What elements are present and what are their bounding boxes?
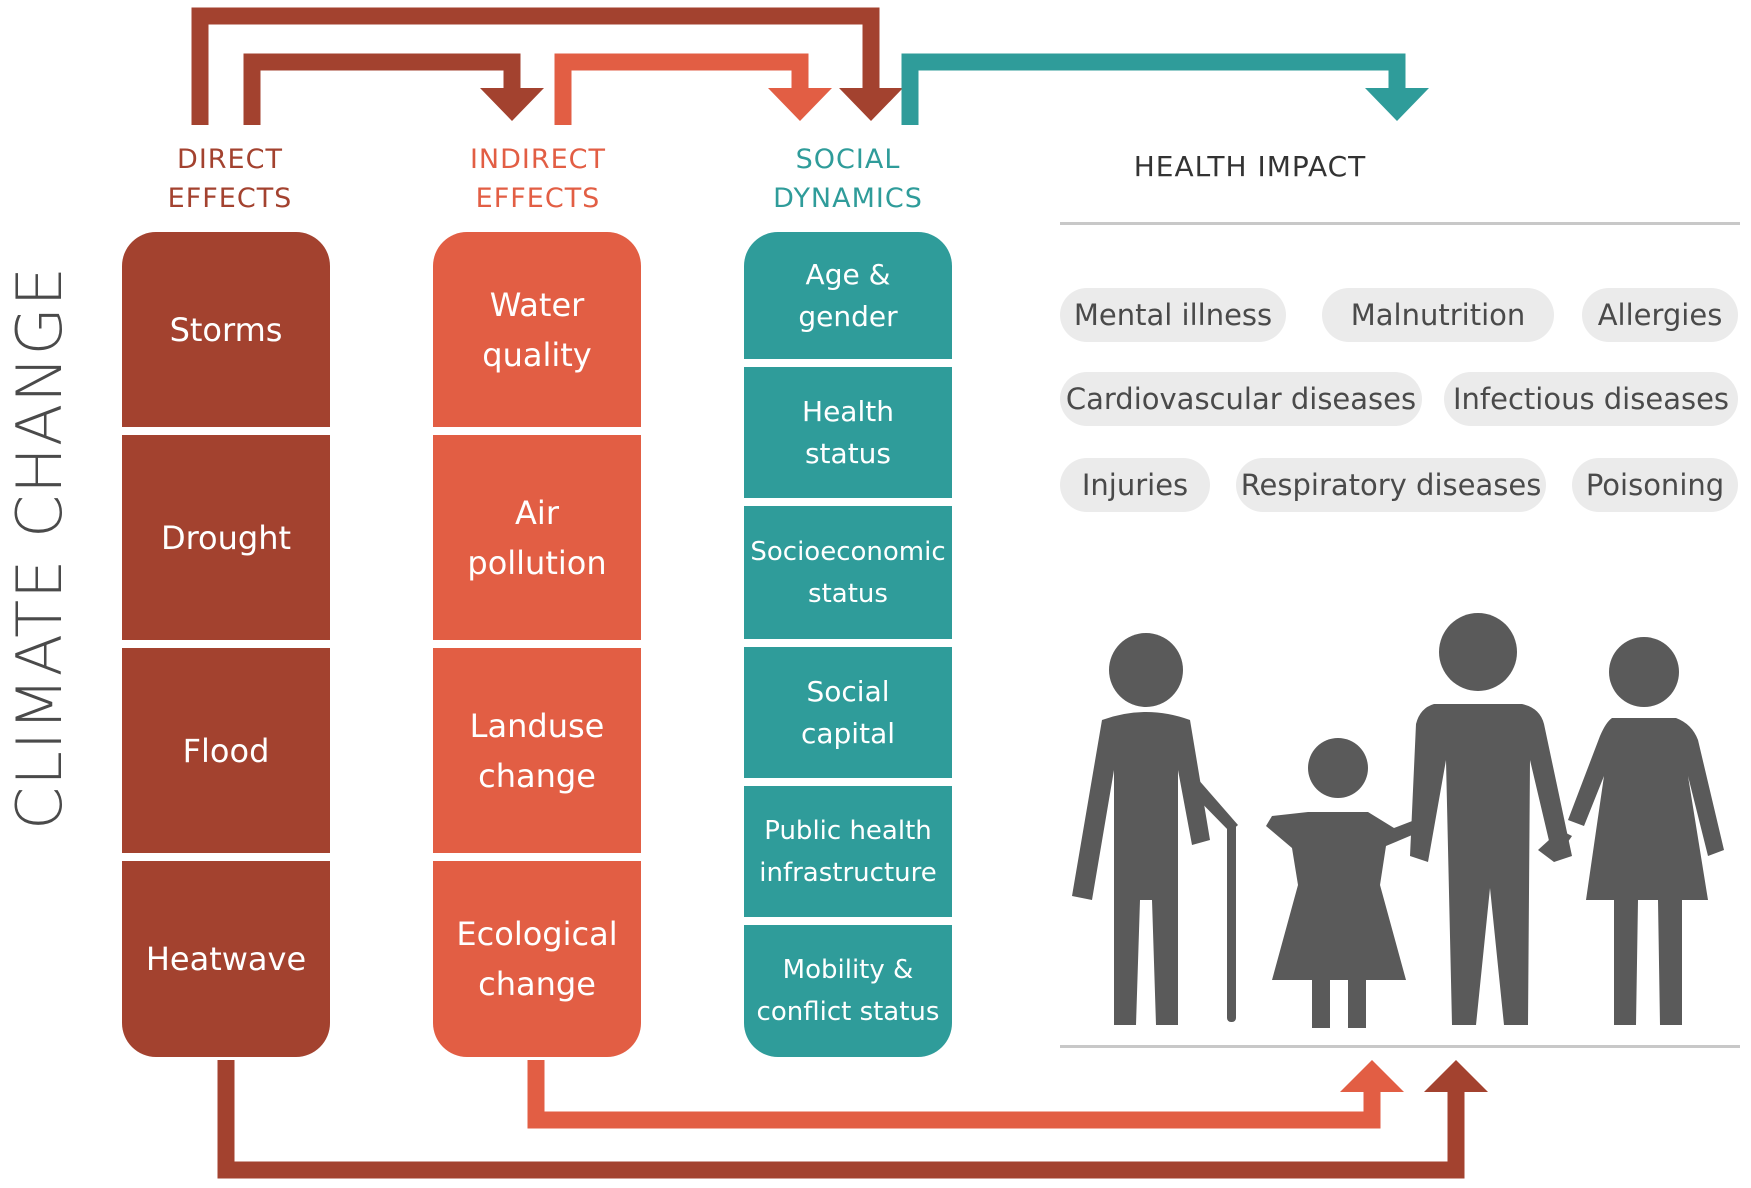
arrow-indirect-to-health — [527, 1060, 1381, 1129]
arrow-direct-to-health — [217, 1060, 1465, 1179]
cell-line: capital — [800, 716, 896, 750]
arrowhead-indirect-to-social — [768, 88, 832, 121]
family-people-icon — [1072, 613, 1724, 1028]
heading-line: EFFECTS — [475, 183, 601, 214]
climate-change-title: CLIMATE CHANGE — [3, 266, 76, 830]
indirect-item-water-quality: Water quality — [433, 232, 641, 427]
condition-pill: Poisoning — [1572, 458, 1738, 512]
arrow-indirect-to-social — [554, 53, 809, 125]
cell-line: gender — [798, 299, 898, 333]
condition-pill: Respiratory diseases — [1236, 458, 1546, 512]
cell-line: Age & — [805, 257, 891, 291]
cell-line: Socioeconomic — [750, 536, 946, 567]
arrow-direct-to-social — [191, 7, 880, 125]
cell-line: Air — [515, 493, 559, 532]
heading-line: SOCIAL — [795, 144, 901, 175]
arrow-direct-to-indirect — [243, 53, 521, 125]
direct-item-flood: Flood — [122, 648, 330, 853]
condition-pill: Mental illness — [1060, 288, 1286, 342]
heading-line: EFFECTS — [167, 183, 293, 214]
cell-line: change — [478, 756, 596, 795]
arrowhead-indirect-to-health — [1340, 1060, 1404, 1092]
health-impact-title: HEALTH IMPACT — [1133, 150, 1367, 183]
cell-line: Heatwave — [145, 940, 307, 978]
indirect-item-landuse-change: Landuse change — [433, 648, 641, 853]
condition-pill: Cardiovascular diseases — [1060, 372, 1422, 426]
cell-line: Public health — [764, 815, 932, 846]
cell-line: Ecological — [456, 915, 618, 953]
indirect-item-air-pollution: Air pollution — [433, 435, 641, 640]
condition-pill: Infectious diseases — [1444, 372, 1738, 426]
arrowhead-social-to-health — [1365, 88, 1429, 121]
indirect-effects-column: Water quality Air pollution Landuse chan… — [433, 232, 641, 1057]
heading-line: DYNAMICS — [773, 183, 923, 214]
arrowhead-direct-to-health — [1424, 1060, 1488, 1092]
cell-line: Storms — [169, 310, 283, 349]
social-item-social-capital: Social capital — [744, 647, 952, 778]
cell-line: change — [478, 965, 596, 1003]
cell-line: Landuse — [469, 706, 605, 745]
top-divider — [1060, 222, 1740, 225]
cell-line: Water — [489, 285, 585, 324]
arrow-social-to-health — [901, 53, 1406, 125]
cell-line: Mobility & — [782, 955, 914, 985]
heading-line: INDIRECT — [469, 144, 607, 175]
cell-line: Social — [806, 674, 890, 708]
direct-item-storms: Storms — [122, 232, 330, 427]
social-dynamics-column: Age & gender Health status Socioeconomic… — [744, 232, 952, 1057]
social-dynamics-heading: SOCIAL DYNAMICS — [748, 140, 948, 218]
condition-pill: Malnutrition — [1322, 288, 1554, 342]
social-item-health-status: Health status — [744, 367, 952, 498]
cell-line: quality — [482, 335, 592, 374]
condition-pill: Allergies — [1582, 288, 1738, 342]
cell-line: infrastructure — [759, 857, 937, 888]
arrowhead-direct-to-social — [839, 88, 903, 121]
cell-line: status — [808, 578, 888, 609]
heading-line: DIRECT — [177, 144, 283, 175]
cell-line: Drought — [160, 518, 292, 557]
direct-item-heatwave: Heatwave — [122, 861, 330, 1057]
direct-item-drought: Drought — [122, 435, 330, 640]
social-item-age-gender: Age & gender — [744, 232, 952, 359]
cell-line: Flood — [182, 731, 270, 770]
cell-line: conflict status — [756, 997, 940, 1027]
social-item-socioeconomic-status: Socioeconomic status — [744, 506, 952, 639]
indirect-effects-heading: INDIRECT EFFECTS — [438, 140, 638, 218]
cell-line: status — [804, 436, 892, 470]
social-item-public-health-infrastructure: Public health infrastructure — [744, 786, 952, 917]
arrowhead-direct-to-indirect — [480, 88, 544, 121]
condition-pill: Injuries — [1060, 458, 1210, 512]
cell-line: pollution — [467, 543, 607, 582]
bottom-divider — [1060, 1045, 1740, 1048]
direct-effects-heading: DIRECT EFFECTS — [130, 140, 330, 218]
direct-effects-column: Storms Drought Flood Heatwave — [122, 232, 330, 1057]
social-item-mobility-conflict-status: Mobility & conflict status — [744, 925, 952, 1057]
cell-line: Health — [802, 394, 894, 428]
indirect-item-ecological-change: Ecological change — [433, 861, 641, 1057]
